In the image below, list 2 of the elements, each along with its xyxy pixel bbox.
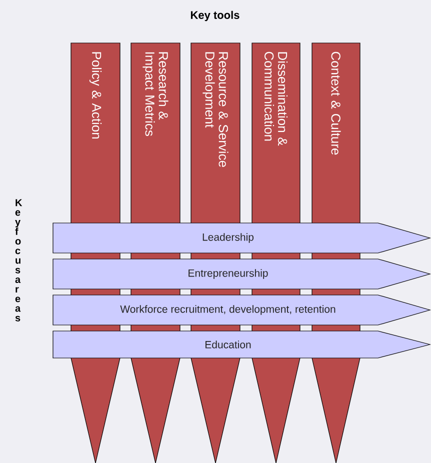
side-label: Key focus areas xyxy=(15,199,22,322)
title: Key tools xyxy=(190,10,240,22)
